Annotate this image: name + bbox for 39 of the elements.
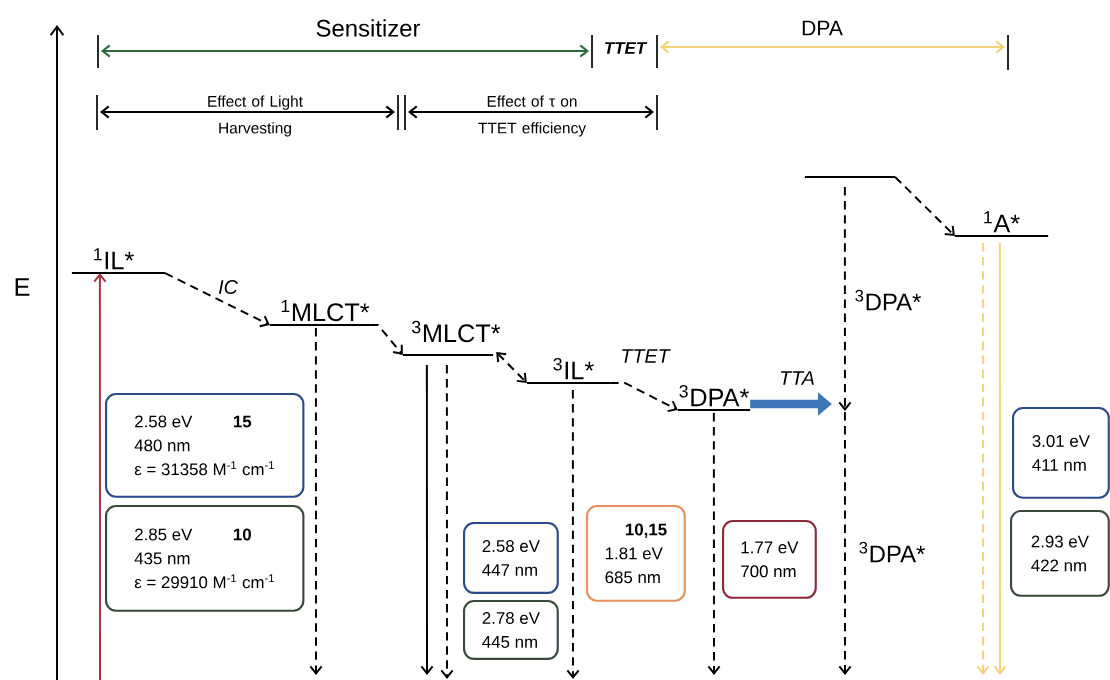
arrow xyxy=(369,324,403,355)
energy-level: $^{1}$IL* xyxy=(70,248,167,274)
edge-label: IC xyxy=(216,278,240,296)
value-box: 1.77 eV 700 nm xyxy=(722,520,817,599)
value-box: 2.78 eV 445 nm xyxy=(463,600,559,660)
arrow xyxy=(566,389,580,679)
axis-label: E xyxy=(15,278,30,296)
arrow xyxy=(420,364,434,675)
dimension-label: TTET xyxy=(605,42,648,54)
edge-label: TTET xyxy=(619,347,671,365)
energy-level: $^{1}$A* xyxy=(953,211,1050,237)
arrow xyxy=(164,272,270,328)
energy-level: $^{3}$DPA* xyxy=(676,385,752,411)
value-box: 3.01 eV 411 nm xyxy=(1012,407,1110,499)
value-box: 2.85 eV 10 435 nm ε = 29910 M$^{-1}$ cm$^{-1}$ xyxy=(105,505,305,612)
state-label: $^{3}$DPA* xyxy=(859,541,925,563)
dimension-label: Effect of Light Harvesting xyxy=(208,95,303,137)
dimension-label: Effect of τ on TTET efficiency xyxy=(478,95,586,137)
energy-level: $^{3}$MLCT* xyxy=(401,320,501,356)
arrow xyxy=(707,412,721,675)
arrow xyxy=(309,327,323,675)
value-box: 2.93 eV 422 nm xyxy=(1010,510,1110,597)
edge-label: TTA xyxy=(777,369,817,387)
value-box: 10,15 1.81 eV 685 nm xyxy=(586,505,686,602)
value-box: 2.58 eV 15 480 nm ε = 31358 M$^{-1}$ cm$^{-1}$ xyxy=(105,393,305,498)
arrow xyxy=(496,352,527,383)
energy-level: $^{3}$IL* xyxy=(525,358,612,384)
dimension-label: Sensitizer xyxy=(316,19,421,37)
arrow xyxy=(838,186,852,675)
state-label: $^{3}$DPA* xyxy=(855,289,921,311)
dimension-label: DPA xyxy=(802,20,843,36)
arrow xyxy=(993,242,1007,675)
arrow xyxy=(976,242,990,675)
arrow xyxy=(609,382,678,413)
arrow xyxy=(93,273,107,680)
arrow xyxy=(894,176,955,236)
value-box: 2.58 eV 447 nm xyxy=(463,522,559,594)
energy-level: $^{1}$MLCT* xyxy=(268,299,372,326)
arrow xyxy=(440,364,454,679)
